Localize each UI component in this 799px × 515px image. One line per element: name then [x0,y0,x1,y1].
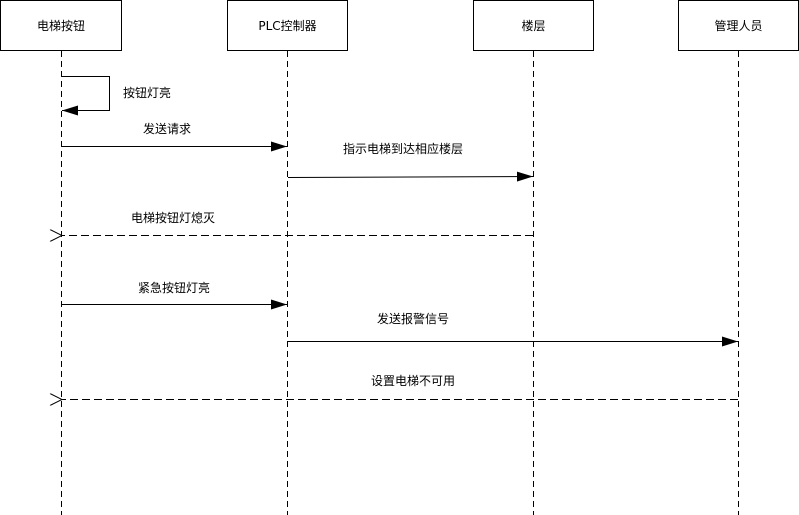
message-label: 按钮灯亮 [123,85,171,100]
message-label: 紧急按钮灯亮 [138,280,210,295]
participant-label: PLC控制器 [258,19,316,33]
message-label: 发送报警信号 [377,311,449,326]
participant-label: 电梯按钮 [37,18,85,33]
participant-box [227,0,348,51]
message-disable-elevator: 设置电梯不可用 [62,374,738,400]
message-send-request: 发送请求 [62,121,287,152]
message-arrow [287,171,534,182]
participant-box [473,0,594,51]
participant-label: 楼层 [521,18,545,33]
message-label: 电梯按钮灯熄灭 [131,210,215,225]
participant-box [0,0,122,51]
message-label: 设置电梯不可用 [371,374,455,388]
participant-box [678,0,799,51]
message-self-button-light: 按钮灯亮 [61,76,171,116]
self-message-arrow [61,76,110,116]
message-send-alarm: 发送报警信号 [288,311,738,347]
message-label: 发送请求 [143,121,191,136]
participant-label: 管理人员 [714,18,762,33]
message-emergency-light: 紧急按钮灯亮 [62,280,287,310]
participant-elevator-button: 电梯按钮 [0,0,122,51]
message-button-light-off: 电梯按钮灯熄灭 [62,210,533,236]
participant-administrator: 管理人员 [678,0,799,51]
message-indicate-floor: 指示电梯到达相应楼层 [287,141,534,182]
message-label: 指示电梯到达相应楼层 [343,141,463,156]
participant-plc-controller: PLC控制器 [227,0,348,51]
participant-floor: 楼层 [473,0,594,51]
